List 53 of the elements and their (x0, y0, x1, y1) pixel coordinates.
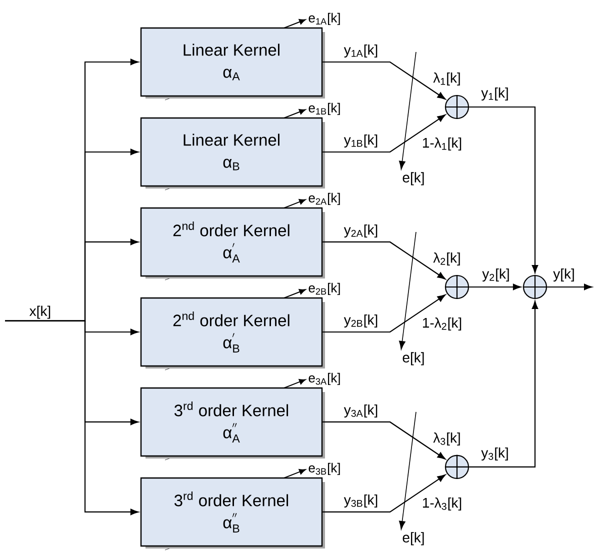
arrow (399, 52, 416, 170)
summing-junction (444, 94, 470, 120)
arrow (284, 379, 306, 388)
edge-label: y$_{2}$[k] (481, 267, 511, 283)
edge-label: y$_{3B}$[k] (342, 493, 380, 508)
signal-label: e$_{1A}$[k] (308, 12, 340, 26)
arrow (322, 474, 446, 513)
signal-label: e$_{2B}$[k] (308, 282, 340, 296)
arrow (469, 106, 538, 274)
signal-label: e$_{1B}$[k] (308, 102, 340, 116)
summing-junction (522, 274, 548, 300)
arrow (399, 412, 416, 530)
summing-junction (444, 274, 470, 300)
edge-label: y$_{3A}$[k] (342, 403, 380, 419)
arrow (284, 469, 306, 478)
weight-label: 1-λ$_{3}$[k] (422, 497, 462, 510)
edge-label: y$_{1B}$[k] (342, 133, 380, 149)
edge-label: y$_{1}$[k] (480, 86, 510, 102)
kernel-box: 3$^{rd}$ order Kernel $\mbox{α}_{\mathrm{B}}^{''}$ (140, 477, 325, 548)
signal-label: e$_{3B}$[k] (308, 462, 340, 476)
error-label: e[k] (402, 172, 424, 186)
error-label: e[k] (402, 532, 424, 546)
summing-junction (444, 454, 470, 480)
arrow (322, 61, 446, 100)
kernel-box: Linear Kernel $\mbox{α}_{\mathrm{B}}$ (140, 117, 325, 188)
arrow (469, 284, 522, 290)
kernel-box: Linear Kernel $\mbox{α}_{\mathrm{A}}$ (140, 27, 325, 98)
error-label: e[k] (402, 352, 424, 366)
signal-label: x[k] (29, 306, 50, 319)
edge-label: y$_{1A}$[k] (342, 43, 380, 59)
arrow (284, 199, 306, 208)
arrow (322, 294, 446, 333)
arrow (5, 320, 139, 516)
edge-label: y$_{2B}$[k] (342, 313, 380, 328)
edge-label: y$_{2A}$[k] (342, 223, 380, 239)
signal-label: e$_{3A}$[k] (308, 372, 340, 386)
arrow (284, 19, 306, 28)
edge-label: y$_{3}$[k] (480, 446, 510, 462)
arrow (322, 241, 446, 280)
kernel-box: 2$^{nd}$ order Kernel $\mbox{α}_{\mathrm{A}}^{'}$ (140, 207, 325, 278)
weight-label: 1-λ$_{2}$[k] (422, 317, 462, 330)
arrow (469, 300, 538, 468)
kernel-box: 2$^{nd}$ order Kernel $\mbox{α}_{\mathrm{B}}^{'}$ (140, 297, 325, 368)
edge-label: y[k] (552, 267, 576, 283)
arrow (284, 109, 306, 118)
arrow (322, 114, 446, 153)
weight-label: 1-λ$_{1}$[k] (422, 137, 462, 150)
arrow (322, 421, 446, 460)
arrow (284, 289, 306, 298)
kernel-box: 3$^{rd}$ order Kernel $\mbox{α}_{\mathrm{A}}^{''}$ (140, 387, 325, 458)
arrow (547, 284, 592, 290)
arrow (399, 232, 416, 350)
signal-label: e$_{2A}$[k] (308, 192, 340, 206)
